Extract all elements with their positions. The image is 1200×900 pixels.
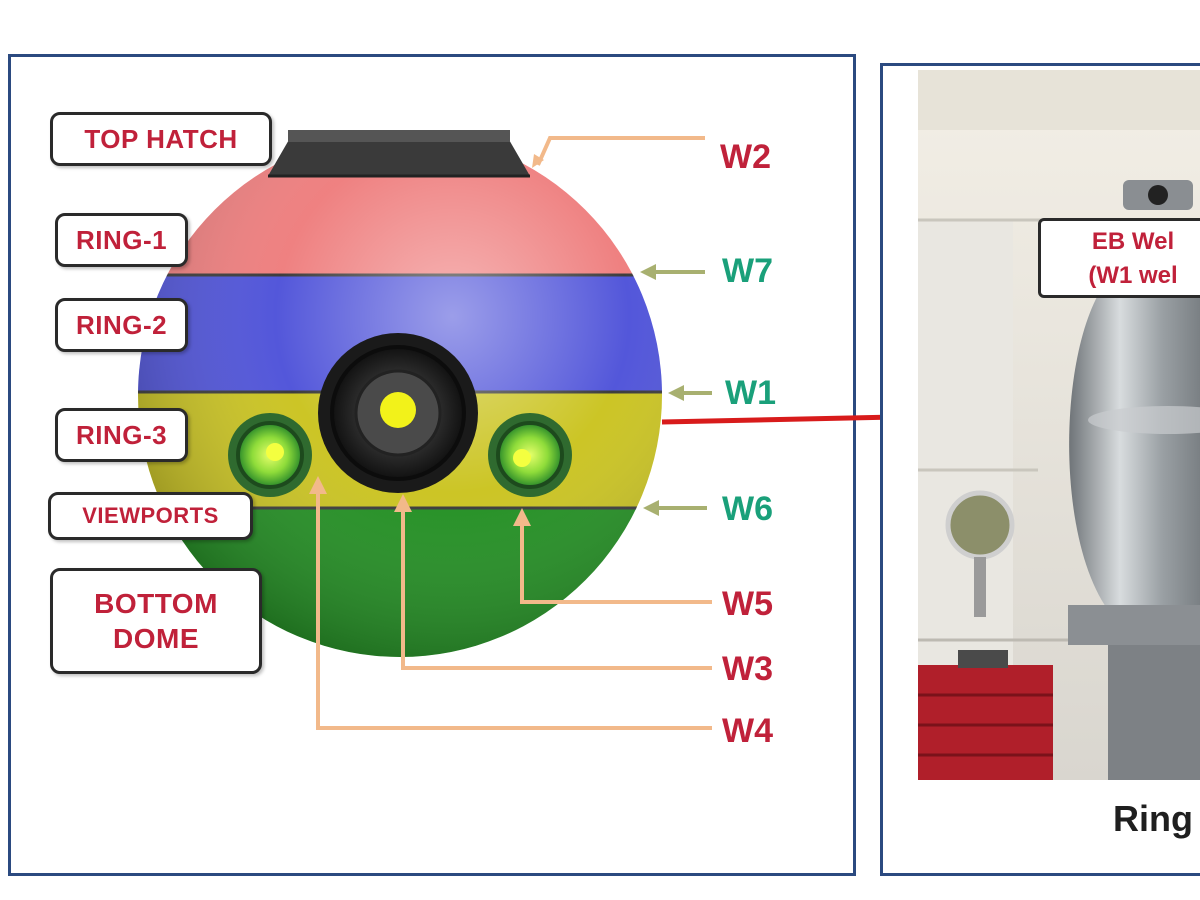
photo-caption: Ring [1113, 798, 1193, 839]
bottom-dome-label: BOTTOM DOME [50, 568, 262, 674]
photo-panel: EB Wel (W1 wel Ring [880, 63, 1200, 876]
weld-w5-label: W5 [722, 585, 773, 623]
top-hatch-shape [268, 130, 530, 178]
eb-weld-callout-line2: (W1 wel [1088, 262, 1178, 289]
weld-w6-label: W6 [722, 490, 773, 528]
viewports-label-text: VIEWPORTS [82, 503, 219, 529]
ring-1-label: RING-1 [55, 213, 188, 267]
ring-2-label-text: RING-2 [75, 309, 168, 340]
ring-1-label-text: RING-1 [75, 224, 168, 255]
ring-photo [918, 70, 1200, 780]
ring-3-label: RING-3 [55, 408, 188, 462]
weld-w3-label: W3 [722, 650, 773, 688]
top-hatch-label: TOP HATCH [50, 112, 272, 166]
weld-w7-label: W7 [722, 252, 773, 290]
viewport-right [488, 413, 572, 497]
leader-arrowheads [309, 476, 531, 526]
weld-w2-label: W2 [720, 138, 771, 176]
top-hatch-label-text: TOP HATCH [84, 123, 238, 154]
eb-weld-callout: EB Wel (W1 wel [1038, 218, 1200, 298]
ring-2-label: RING-2 [55, 298, 188, 352]
bottom-dome-label-line2: DOME [113, 623, 199, 654]
bottom-dome-label-line1: BOTTOM [94, 588, 218, 619]
weld-w1-label: W1 [725, 374, 776, 412]
leader-lines [316, 136, 712, 730]
weld-w4-label: W4 [722, 712, 773, 750]
viewports-label: VIEWPORTS [48, 492, 253, 540]
viewport-center [318, 333, 478, 493]
viewport-left [228, 413, 312, 497]
ring-3-label-text: RING-3 [75, 419, 168, 450]
eb-weld-callout-line1: EB Wel [1091, 228, 1175, 255]
weld-arrows [640, 264, 712, 516]
